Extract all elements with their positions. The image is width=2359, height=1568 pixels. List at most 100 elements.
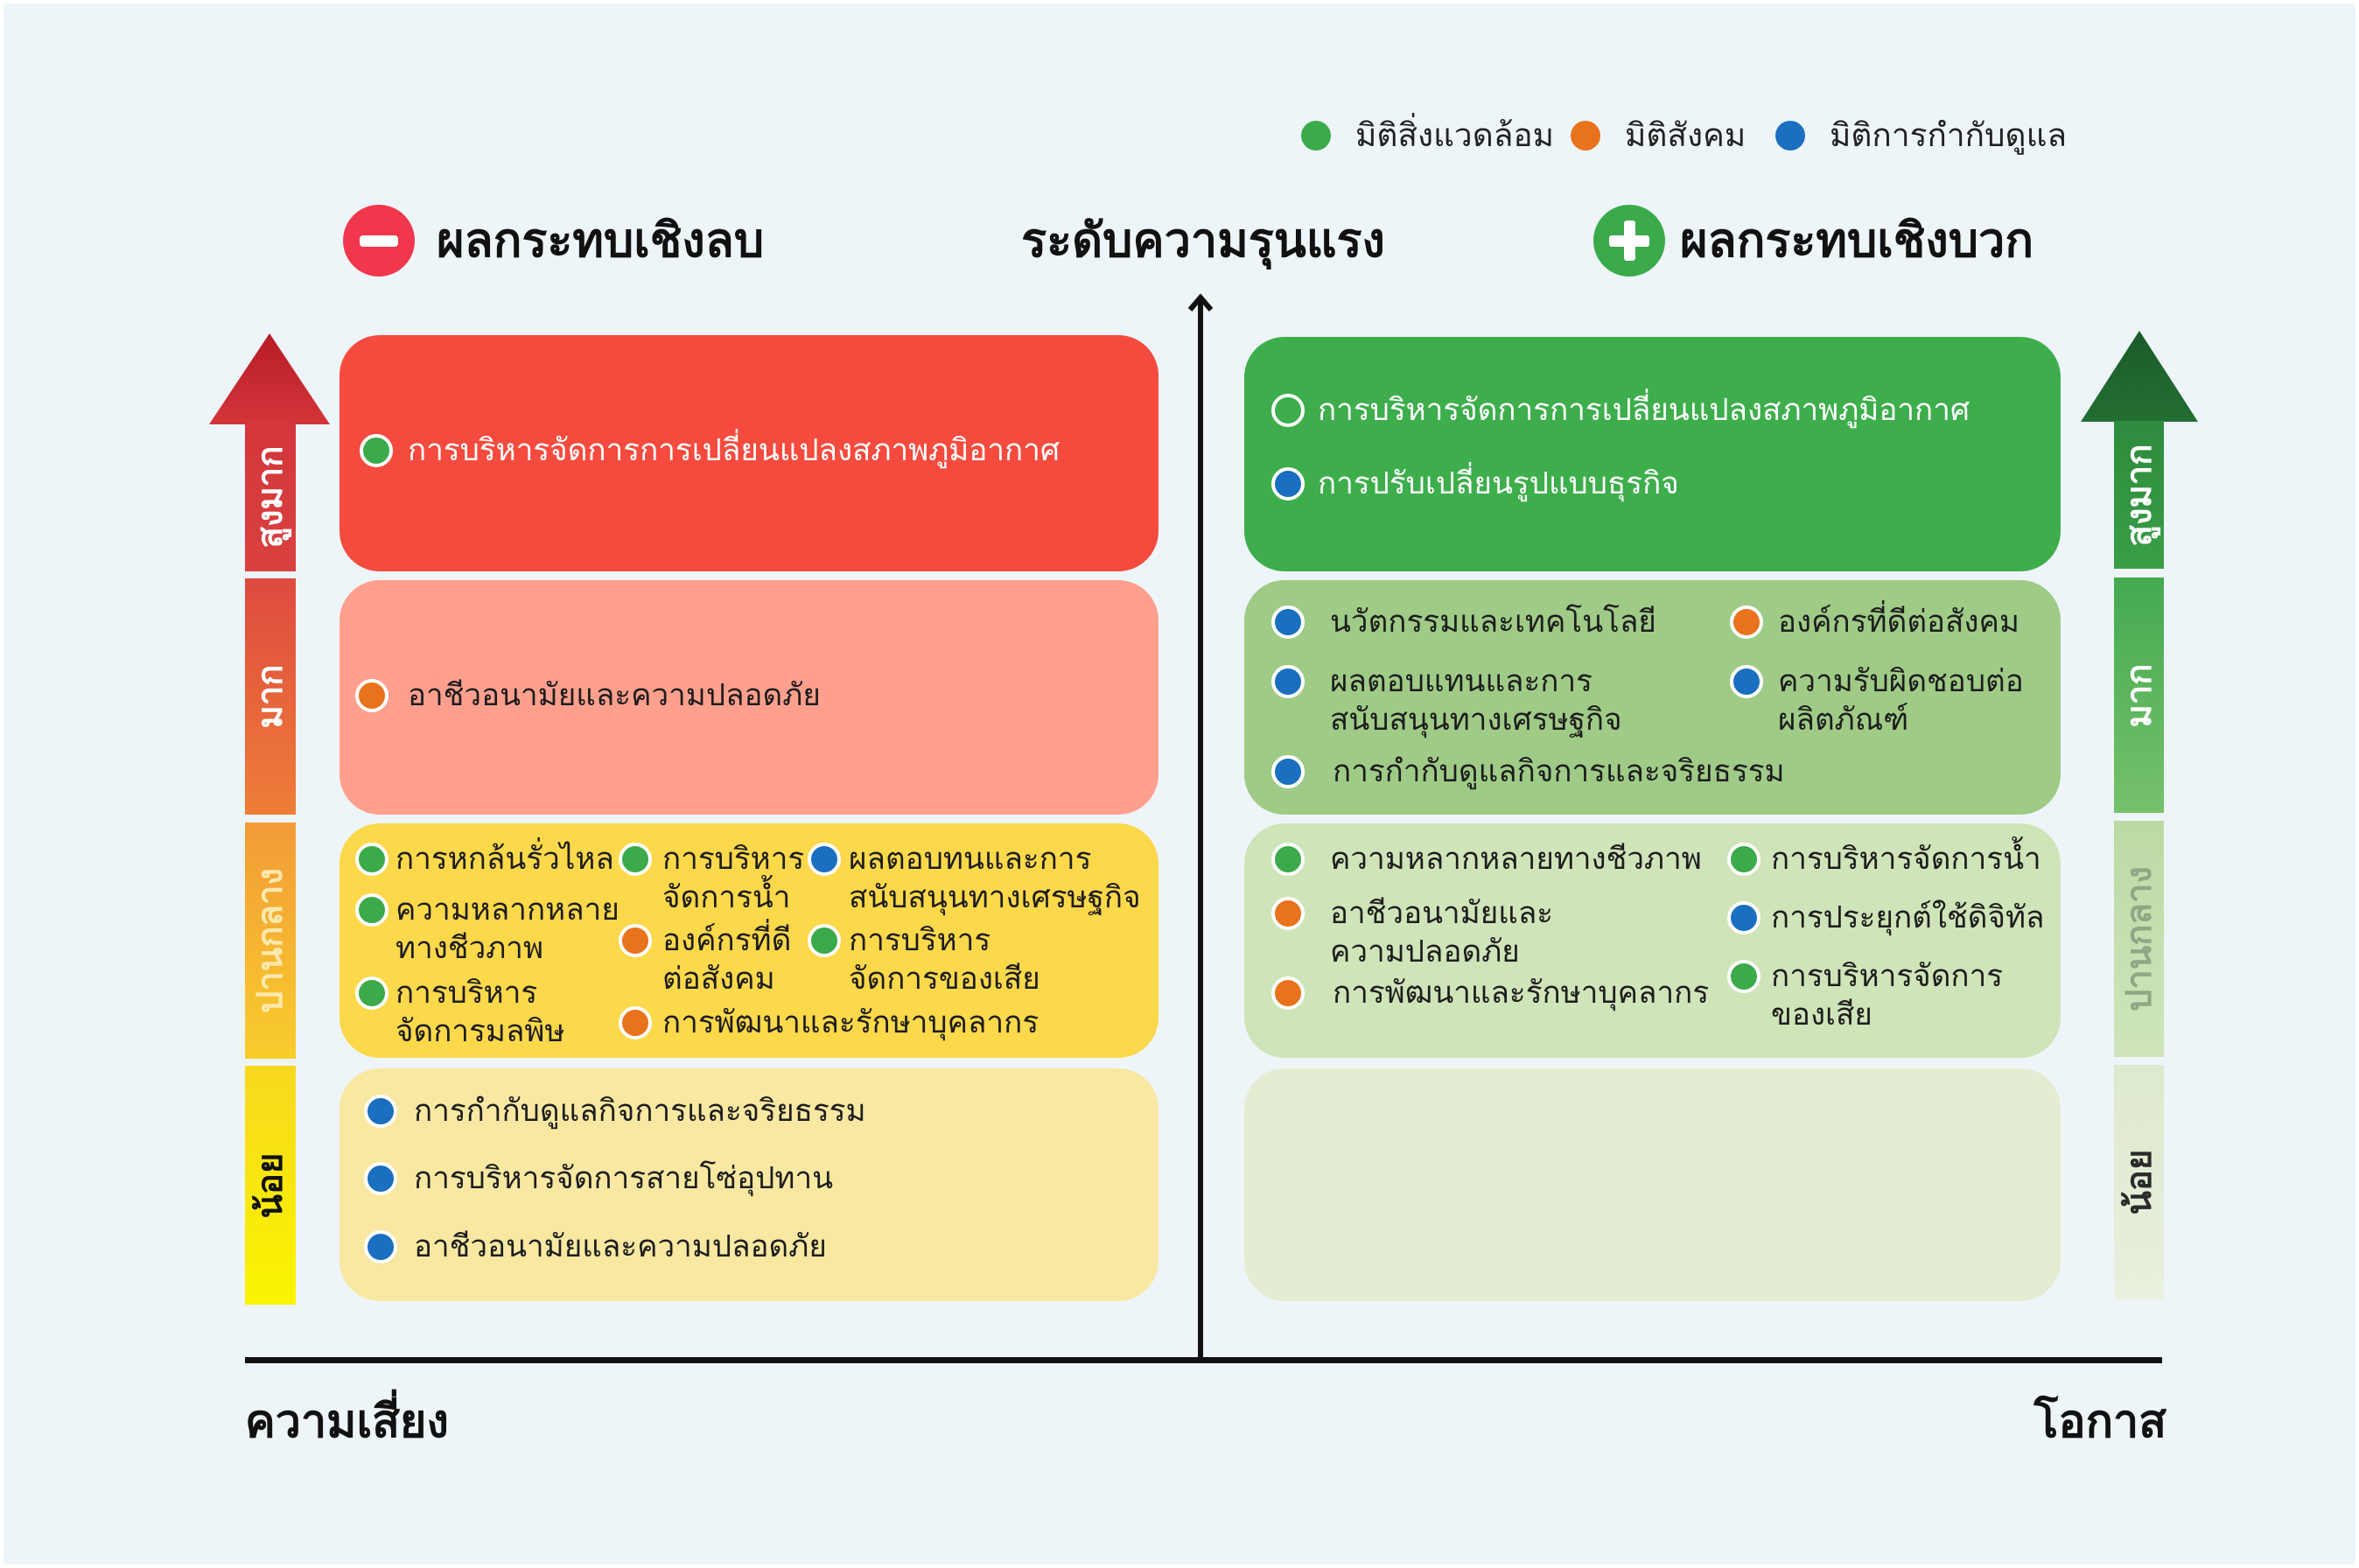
plus-icon (1593, 205, 1665, 276)
legend-item-governance: มิติการกำกับดูแล (1775, 116, 2067, 155)
social-dot-icon (1571, 121, 1600, 150)
risk-axis-label: ความเสี่ยง (245, 1396, 449, 1448)
dimension-dot-icon (1727, 901, 1760, 934)
item-text: ผลตอบทนและการ สนับสนุนทางเศรษฐกิจ (849, 840, 1141, 917)
item-text-line: ของเสีย (1771, 998, 1872, 1032)
item-text: อาชีวอนามัยและความปลอดภัย (414, 1228, 827, 1266)
item-text: อาชีวอนามัยและ ความปลอดภัย (1330, 894, 1553, 971)
item-text-line: อาชีวอนามัยและความปลอดภัย (408, 678, 821, 713)
positive-impact-header: ผลกระทบเชิงบวก (1680, 213, 2034, 268)
item-text-line: การพัฒนาและรักษาบุคลากร (662, 1005, 1040, 1040)
dimension-dot-icon (1271, 467, 1305, 500)
opportunity-item: ผลตอบแทนและการ สนับสนุนทางเศรษฐกิจ (1271, 662, 1622, 739)
item-text: องค์กรที่ดีต่อสังคม (1778, 603, 2020, 641)
risk-item: การบริหาร จัดการมลพิษ (355, 974, 565, 1051)
dimension-dot-icon (1271, 665, 1305, 698)
item-text-line: จัดการมลพิษ (396, 1014, 565, 1049)
opportunity-item: ความรับผิดชอบต่อ ผลิตภัณฑ์ (1730, 662, 2024, 739)
risk-box-very-high (340, 335, 1158, 571)
risk-item: การบริหาร จัดการน้ำ (619, 840, 804, 917)
item-text: การกำกับดูแลกิจการและจริยธรรม (414, 1092, 866, 1130)
item-text: ความรับผิดชอบต่อ ผลิตภัณฑ์ (1778, 662, 2024, 739)
risk-level-low: น้อย (245, 1066, 296, 1305)
dimension-dot-icon (364, 1095, 397, 1128)
risk-level-very-high: สูงมาก (245, 423, 296, 571)
item-text: การบริหารจัดการการเปลี่ยนแปลงสภาพภูมิอาก… (1318, 391, 1970, 430)
item-text-line: ทางชีวภาพ (396, 931, 544, 966)
risk-level-high: มาก (245, 578, 296, 815)
item-text: การบริหารจัดการน้ำ (1771, 840, 2041, 878)
governance-dot-icon (1775, 121, 1805, 150)
dimension-dot-icon (355, 893, 388, 927)
dimension-dot-icon (360, 434, 393, 467)
item-text-line: สนับสนุนทางเศรษฐกิจ (849, 880, 1141, 915)
item-text: การหกล้นรั่วไหล (396, 840, 614, 878)
opportunity-item: การกำกับดูแลกิจการและจริยธรรม (1271, 752, 1785, 791)
level-label: ปานกลาง (2118, 866, 2160, 1012)
item-text-line: การบริหารจัดการการเปลี่ยนแปลงสภาพภูมิอาก… (408, 433, 1060, 468)
risk-item: การพัฒนาและรักษาบุคลากร (619, 1004, 1039, 1042)
dimension-dot-icon (1730, 665, 1763, 698)
item-text-line: จัดการน้ำ (662, 880, 791, 915)
opportunity-box-very-high (1244, 337, 2061, 571)
item-text: ความหลากหลาย ทางชีวภาพ (396, 891, 620, 968)
risk-box-high (340, 580, 1158, 815)
legend-label: มิติการกำกับดูแล (1830, 116, 2068, 154)
item-text-line: การบริหาร (849, 923, 991, 958)
item-text: อาชีวอนามัยและความปลอดภัย (408, 676, 821, 715)
level-label: สูงมาก (250, 445, 290, 549)
item-text-line: องค์กรที่ดีต่อสังคม (1778, 605, 2020, 640)
risk-item: องค์กรที่ดี ต่อสังคม (619, 921, 791, 998)
item-text-line: การบริหารจัดการสายโซ่อุปทาน (414, 1161, 834, 1196)
environment-dot-icon (1301, 121, 1331, 150)
risk-box-low (340, 1068, 1158, 1301)
horizontal-axis (245, 1357, 2162, 1363)
item-text: การบริหาร จัดการของเสีย (849, 921, 1040, 998)
item-text-line: องค์กรที่ดี (662, 923, 792, 958)
risk-item: ความหลากหลาย ทางชีวภาพ (355, 891, 620, 968)
item-text-line: การบริหารจัดการน้ำ (1771, 842, 2041, 877)
dimension-dot-icon (1271, 897, 1305, 930)
risk-item: อาชีวอนามัยและความปลอดภัย (364, 1228, 827, 1266)
item-text: การบริหารจัดการการเปลี่ยนแปลงสภาพภูมิอาก… (408, 431, 1060, 470)
item-text-line: การพัฒนาและรักษาบุคลากร (1333, 976, 1710, 1011)
item-text: การพัฒนาและรักษาบุคลากร (662, 1004, 1039, 1042)
dimension-dot-icon (1271, 843, 1305, 876)
opportunity-level-medium: ปานกลาง (2114, 821, 2164, 1057)
item-text-line: สนับสนุนทางเศรษฐกิจ (1330, 703, 1622, 738)
legend-label: มิติสังคม (1625, 116, 1746, 154)
level-label: มาก (250, 664, 290, 729)
item-text-line: การปรับเปลี่ยนรูปแบบธุรกิจ (1318, 466, 1679, 501)
dimension-dot-icon (364, 1230, 397, 1264)
dimension-dot-icon (619, 1006, 652, 1040)
item-text-line: อาชีวอนามัยและความปลอดภัย (414, 1229, 827, 1264)
item-text-line: การประยุกต์ใช้ดิจิทัล (1771, 900, 2045, 935)
item-text: การกำกับดูแลกิจการและจริยธรรม (1333, 752, 1785, 791)
item-text-line: อาชีวอนามัยและ (1330, 896, 1554, 931)
item-text: การปรับเปลี่ยนรูปแบบธุรกิจ (1318, 465, 1679, 503)
dimension-dot-icon (355, 679, 388, 712)
dimension-dot-icon (355, 976, 388, 1010)
severity-header: ระดับความรุนแรง (1021, 213, 1385, 268)
risk-item: การบริหาร จัดการของเสีย (808, 921, 1040, 998)
risk-item: การกำกับดูแลกิจการและจริยธรรม (364, 1092, 866, 1130)
risk-item: การบริหารจัดการสายโซ่อุปทาน (364, 1159, 833, 1198)
risk-item: การหกล้นรั่วไหล (355, 840, 614, 878)
item-text-line: การบริหาร (396, 976, 538, 1011)
level-label: มาก (2118, 662, 2160, 728)
item-text-line: การกำกับดูแลกิจการและจริยธรรม (414, 1094, 866, 1129)
opportunity-item: นวัตกรรมและเทคโนโลยี (1271, 603, 1656, 641)
item-text-line: ความหลากหลายทางชีวภาพ (1330, 842, 1702, 877)
severity-axis-arrow-up-icon (1187, 293, 1214, 1362)
item-text-line: ความรับผิดชอบต่อ (1778, 664, 2024, 699)
item-text: ความหลากหลายทางชีวภาพ (1330, 840, 1702, 878)
opportunity-item: องค์กรที่ดีต่อสังคม (1730, 603, 2020, 641)
opportunity-box-high (1244, 580, 2061, 815)
level-label: สูงมาก (2118, 444, 2160, 546)
opportunity-item: การบริหารจัดการ ของเสีย (1727, 957, 2003, 1034)
opportunity-item: การประยุกต์ใช้ดิจิทัล (1727, 899, 2045, 937)
opportunity-item: การปรับเปลี่ยนรูปแบบธุรกิจ (1271, 465, 1679, 503)
dimension-dot-icon (1271, 394, 1305, 427)
legend-item-social: มิติสังคม (1571, 116, 1746, 155)
item-text: การบริหาร จัดการมลพิษ (396, 974, 565, 1051)
